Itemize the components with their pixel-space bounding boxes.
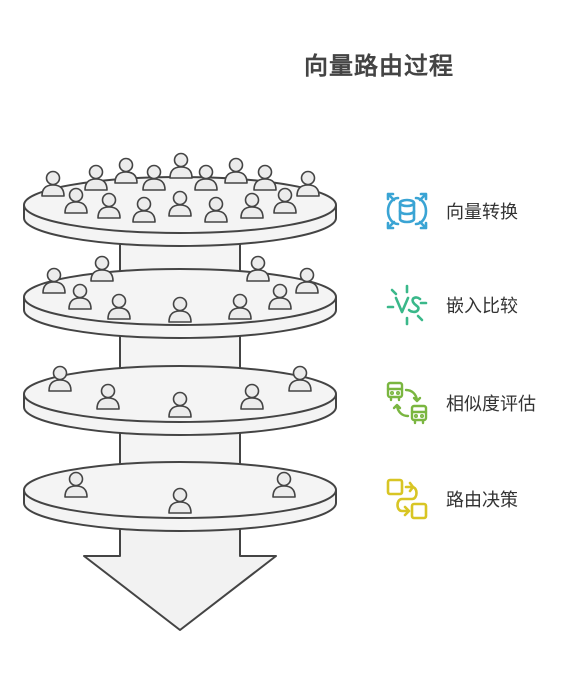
person-icon — [96, 383, 120, 410]
person-icon — [48, 365, 72, 392]
people-layer-4 — [64, 471, 296, 514]
person-icon — [107, 293, 131, 320]
person-icon — [194, 164, 218, 191]
stage-row-2: 嵌入比较 — [380, 280, 518, 330]
person-icon — [114, 157, 138, 184]
person-icon — [68, 283, 92, 310]
person-icon — [168, 391, 192, 418]
bus-exchange-icon — [380, 378, 434, 428]
person-icon — [168, 296, 192, 323]
person-icon — [41, 170, 65, 197]
person-icon — [240, 192, 264, 219]
person-icon — [204, 196, 228, 223]
people-layer-3 — [48, 365, 312, 418]
stage-label-2: 嵌入比较 — [446, 296, 518, 317]
person-icon — [168, 487, 192, 514]
vs-icon — [380, 280, 434, 330]
person-icon — [169, 152, 193, 179]
person-icon — [132, 196, 156, 223]
person-icon — [272, 471, 296, 498]
diagram-title: 向量路由过程 — [304, 52, 454, 80]
stage-label-1: 向量转换 — [446, 202, 518, 223]
person-icon — [295, 267, 319, 294]
person-icon — [253, 164, 277, 191]
person-icon — [64, 471, 88, 498]
person-icon — [224, 157, 248, 184]
person-icon — [246, 255, 270, 282]
person-icon — [228, 293, 252, 320]
person-icon — [42, 267, 66, 294]
stage-row-3: 相似度评估 — [380, 378, 536, 428]
route-decision-icon — [380, 474, 434, 524]
person-icon — [268, 283, 292, 310]
database-expand-icon — [380, 186, 434, 236]
people-layer-2 — [42, 255, 319, 323]
person-icon — [64, 187, 88, 214]
people-layer-1 — [41, 152, 320, 223]
stage-row-1: 向量转换 — [380, 186, 518, 236]
stage-label-3: 相似度评估 — [446, 394, 536, 415]
person-icon — [97, 192, 121, 219]
down-arrow — [83, 527, 277, 631]
person-icon — [168, 190, 192, 217]
stage-row-4: 路由决策 — [380, 474, 518, 524]
person-icon — [84, 164, 108, 191]
person-icon — [142, 164, 166, 191]
person-icon — [90, 255, 114, 282]
person-icon — [288, 365, 312, 392]
person-icon — [240, 383, 264, 410]
person-icon — [273, 187, 297, 214]
person-icon — [296, 170, 320, 197]
stage-label-4: 路由决策 — [446, 490, 518, 511]
